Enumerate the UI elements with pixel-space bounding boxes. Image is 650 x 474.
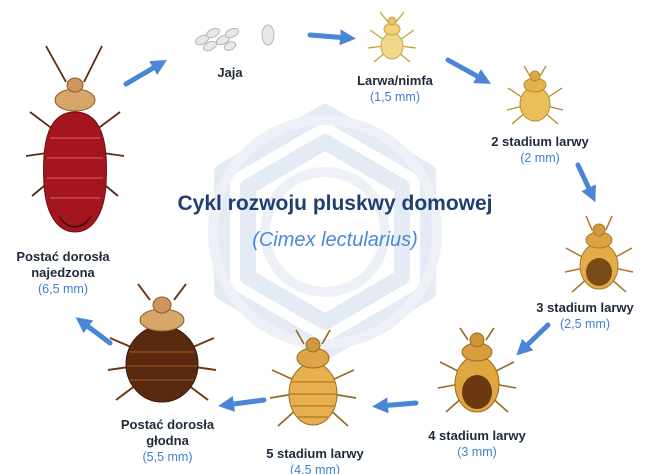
stage-name: 4 stadium larwy bbox=[412, 428, 542, 444]
bed-bug-icon bbox=[565, 216, 633, 292]
stage-name: Postać dorosła głodna bbox=[110, 417, 225, 449]
egg-icon bbox=[194, 25, 274, 53]
stage-size: (3 mm) bbox=[412, 444, 542, 460]
bed-bug-icon bbox=[26, 46, 124, 232]
stage-name: 3 stadium larwy bbox=[520, 300, 650, 316]
bed-bug-icon bbox=[368, 12, 416, 62]
stage-label-nymph2: 2 stadium larwy (2 mm) bbox=[475, 134, 605, 166]
stage-label-nymph1: Larwa/nimfa (1,5 mm) bbox=[335, 73, 455, 105]
stage-label-adult-fed: Postać dorosła najedzona (6,5 mm) bbox=[8, 249, 118, 297]
bed-bug-icon bbox=[507, 66, 563, 124]
diagram-title: Cykl rozwoju pluskwy domowej bbox=[140, 192, 530, 216]
stage-name: Jaja bbox=[205, 65, 255, 81]
diagram-subtitle: (Cimex lectularius) bbox=[180, 229, 490, 252]
stage-name: 5 stadium larwy bbox=[250, 446, 380, 462]
stage-name: Larwa/nimfa bbox=[335, 73, 455, 89]
stage-label-nymph3: 3 stadium larwy (2,5 mm) bbox=[520, 300, 650, 332]
stage-label-adult-hungry: Postać dorosła głodna (5,5 mm) bbox=[110, 417, 225, 465]
bed-bug-icon bbox=[108, 284, 216, 402]
stage-label-nymph4: 4 stadium larwy (3 mm) bbox=[412, 428, 542, 460]
stage-size: (2,5 mm) bbox=[520, 316, 650, 332]
stage-name: 2 stadium larwy bbox=[475, 134, 605, 150]
stage-size: (6,5 mm) bbox=[8, 281, 118, 297]
stage-size: (1,5 mm) bbox=[335, 89, 455, 105]
bed-bug-icon bbox=[438, 328, 516, 412]
stage-label-nymph5: 5 stadium larwy (4,5 mm) bbox=[250, 446, 380, 474]
bed-bug-icon bbox=[270, 330, 356, 426]
stage-label-eggs: Jaja bbox=[205, 65, 255, 81]
stage-name: Postać dorosła najedzona bbox=[8, 249, 118, 281]
stage-size: (4,5 mm) bbox=[250, 462, 380, 474]
stage-size: (2 mm) bbox=[475, 150, 605, 166]
stage-size: (5,5 mm) bbox=[110, 449, 225, 465]
